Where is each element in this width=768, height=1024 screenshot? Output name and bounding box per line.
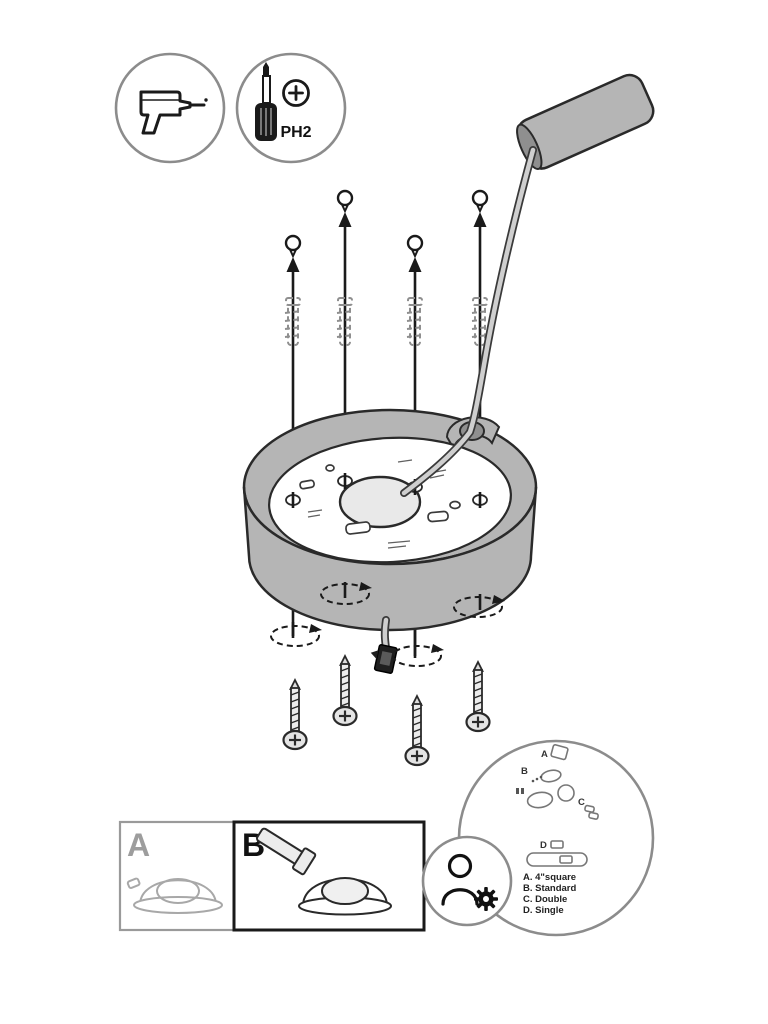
rj45-connector: [370, 644, 398, 674]
mounting-screws: [282, 653, 491, 767]
dome-camera-illustration-a: [126, 877, 223, 914]
rotation-arrows: [270, 582, 505, 667]
conduit-fitting-b: [256, 827, 317, 876]
plate-label-a: A: [541, 749, 548, 760]
mounting-screw-3: [404, 693, 430, 767]
drill-badge-circle: [114, 52, 226, 164]
person-icon: [441, 853, 479, 906]
mounting-screw-4: [465, 659, 491, 733]
plate-engraving-marks: [307, 459, 447, 549]
ph2-label: PH2: [280, 124, 311, 141]
legend-line-a: A. 4"square: [523, 872, 576, 883]
variant-a-label: A: [127, 827, 150, 863]
rotation-arrow-2: [320, 582, 372, 605]
wall-anchor-1: [284, 297, 302, 346]
plate-label-c: C: [578, 797, 585, 808]
ceiling-pin-1: [284, 234, 302, 259]
plate-option-shapes: [526, 744, 599, 867]
rotation-arrow-3: [392, 644, 444, 667]
plate-label-d: D: [540, 840, 547, 851]
variant-panel-b: B: [232, 820, 426, 932]
mounting-screw-2: [332, 653, 358, 727]
variant-panel-a: A: [118, 820, 236, 932]
ceiling-pin-2: [336, 189, 354, 214]
plus-circle-icon: [282, 79, 310, 107]
wall-anchors: [284, 297, 489, 346]
mounting-base: [242, 408, 538, 632]
screwdriver-tool-badge: PH2: [235, 52, 347, 164]
screwdriver-badge-circle: [235, 52, 347, 164]
legend-line-b: B. Standard: [523, 883, 577, 894]
dome-camera-illustration-b: [298, 877, 392, 916]
installer-circle: [421, 835, 513, 927]
ceiling-pin-4: [471, 189, 489, 214]
base-wall: [242, 486, 538, 632]
wall-anchor-4: [471, 297, 489, 346]
phillips-screwdriver-icon: [255, 62, 277, 141]
conduit: [516, 73, 655, 170]
plate-details: [299, 464, 461, 535]
plate-legend: A. 4"square B. Standard C. Double D. Sin…: [523, 872, 577, 916]
plate-option-dots: [516, 775, 543, 794]
ceiling-pins: [284, 189, 489, 259]
center-hole: [338, 475, 422, 529]
drill-icon: [139, 90, 208, 135]
ceiling-pin-3: [406, 234, 424, 259]
legend-line-c: C. Double: [523, 894, 567, 905]
wall-anchor-3: [406, 297, 424, 346]
legend-line-d: D. Single: [523, 905, 564, 916]
mounting-screw-1: [282, 677, 308, 751]
wall-anchor-2: [336, 297, 354, 346]
drill-tool-badge: [114, 52, 226, 164]
plate-label-b: B: [521, 766, 528, 777]
gear-icon: [474, 887, 498, 911]
rotation-arrow-4: [453, 595, 505, 618]
rotation-arrow-1: [270, 624, 322, 647]
